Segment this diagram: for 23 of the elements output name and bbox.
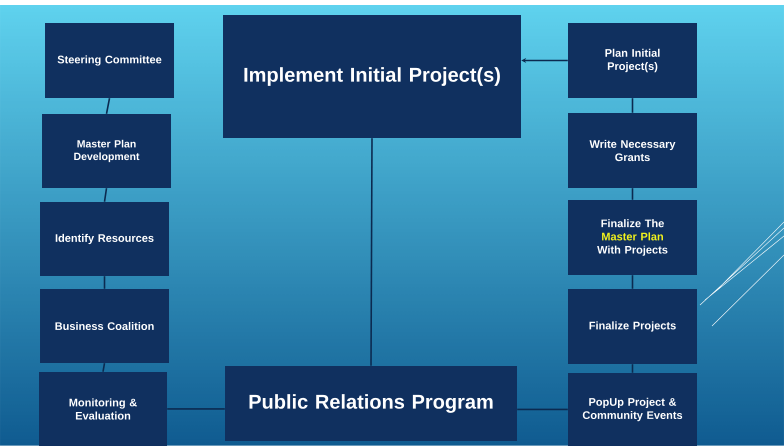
connector-line <box>632 98 634 113</box>
title-box: Implement Initial Project(s) <box>223 15 521 138</box>
step-box: Write Necessary Grants <box>568 113 697 188</box>
connector-line <box>370 138 373 366</box>
step-box: Master Plan Development <box>42 114 171 188</box>
connector-line <box>106 98 110 114</box>
connector-line <box>632 364 634 373</box>
connector-line <box>517 408 568 410</box>
connector-line <box>632 275 634 289</box>
step-box: Plan Initial Project(s) <box>568 23 697 98</box>
connector-line <box>104 188 108 202</box>
connector-line <box>167 408 225 410</box>
step-box: PopUp Project & Community Events <box>568 372 697 446</box>
step-box: Monitoring & Evaluation <box>39 372 167 446</box>
connector-line <box>632 188 634 200</box>
connector-line <box>102 363 106 372</box>
step-box: Identify Resources <box>40 202 169 276</box>
title-box: Public Relations Program <box>225 366 517 441</box>
step-box: Steering Committee <box>45 23 174 98</box>
step-box: Finalize Projects <box>568 288 697 364</box>
connector-line <box>104 276 106 289</box>
step-box: Business Coalition <box>40 288 169 363</box>
step-box: Finalize The Master Plan With Projects <box>568 200 697 275</box>
